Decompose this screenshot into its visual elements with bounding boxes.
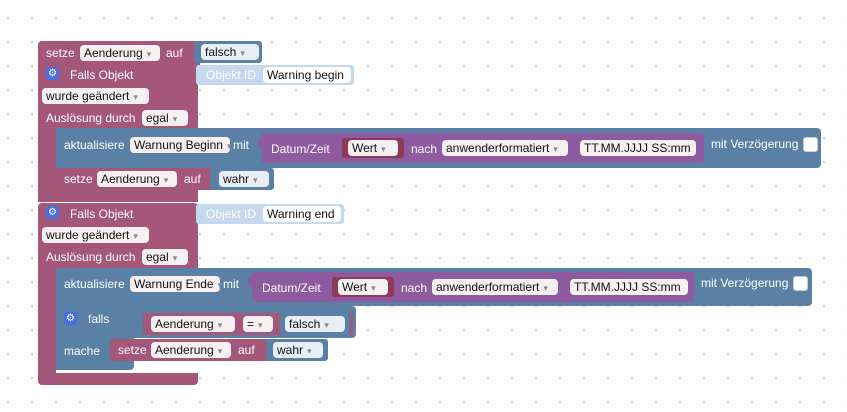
object-id-label: Objekt ID xyxy=(206,207,257,221)
object-id-field[interactable]: Warning begin xyxy=(263,67,351,83)
value-dropdown[interactable]: Wert xyxy=(348,140,398,156)
variable-dropdown[interactable]: Aenderung xyxy=(97,171,177,187)
delay-checkbox[interactable] xyxy=(803,137,818,152)
trigger-spine xyxy=(38,268,56,378)
boolean-dropdown[interactable]: wahr xyxy=(273,342,323,358)
to-label: auf xyxy=(184,172,201,186)
trigger-spine xyxy=(38,128,56,194)
set-label: setze xyxy=(64,172,93,186)
with-label: mit xyxy=(233,138,249,152)
with-label: mit xyxy=(223,277,239,291)
object-id-field[interactable]: Warning end xyxy=(263,206,341,222)
trigger-footer xyxy=(38,373,198,385)
update-label: aktualisiere xyxy=(64,138,125,152)
format-type-dropdown[interactable]: anwenderformatiert xyxy=(442,140,568,156)
boolean-dropdown[interactable]: falsch xyxy=(201,44,259,60)
variable-dropdown[interactable]: Aenderung xyxy=(80,45,160,61)
object-id-label: Objekt ID xyxy=(206,68,257,82)
input-notch xyxy=(248,277,253,287)
boolean-dropdown[interactable]: wahr xyxy=(219,171,269,187)
trigger-source-label: Auslösung durch xyxy=(46,250,136,264)
trigger-mode-dropdown[interactable]: wurde geändert xyxy=(42,88,149,104)
delay-label: mit Verzögerung xyxy=(711,137,799,151)
trigger-label: Falls Objekt xyxy=(70,207,134,221)
format-type-dropdown[interactable]: anwenderformatiert xyxy=(432,279,558,295)
trigger-footer xyxy=(38,190,198,202)
set-label: setze xyxy=(46,46,75,60)
trigger-label: Falls Objekt xyxy=(70,68,134,82)
to-label: auf xyxy=(166,46,183,60)
delay-checkbox[interactable] xyxy=(793,276,808,291)
if-label: falls xyxy=(88,312,110,326)
compare-variable-dropdown[interactable]: Aenderung xyxy=(151,316,235,332)
delay-label: mit Verzögerung xyxy=(701,276,789,290)
after-label: nach xyxy=(411,142,438,156)
format-field[interactable]: TT.MM.JJJJ SS:mm xyxy=(570,279,688,295)
operator-dropdown[interactable]: = xyxy=(243,316,273,332)
format-field[interactable]: TT.MM.JJJJ SS:mm xyxy=(580,140,696,156)
to-label: auf xyxy=(238,343,255,357)
input-notch xyxy=(258,138,263,148)
state-dropdown[interactable]: Warnung Ende xyxy=(130,276,220,292)
datetime-label: Datum/Zeit xyxy=(262,281,321,295)
trigger-source-dropdown[interactable]: egal xyxy=(142,110,188,126)
gear-icon[interactable]: ⚙ xyxy=(46,206,59,219)
gear-icon[interactable]: ⚙ xyxy=(46,67,59,80)
trigger-source-dropdown[interactable]: egal xyxy=(142,249,188,265)
set-label: setze xyxy=(118,343,147,357)
boolean-dropdown[interactable]: falsch xyxy=(285,316,345,332)
state-dropdown[interactable]: Warnung Beginn xyxy=(130,137,230,153)
trigger-mode-dropdown[interactable]: wurde geändert xyxy=(42,227,149,243)
do-label: mache xyxy=(64,344,101,358)
datetime-label: Datum/Zeit xyxy=(271,142,330,156)
trigger-source-label: Auslösung durch xyxy=(46,111,136,125)
update-label: aktualisiere xyxy=(64,277,125,291)
gear-icon[interactable]: ⚙ xyxy=(64,312,77,325)
value-dropdown[interactable]: Wert xyxy=(338,279,388,295)
variable-dropdown[interactable]: Aenderung xyxy=(151,342,231,358)
after-label: nach xyxy=(401,281,428,295)
